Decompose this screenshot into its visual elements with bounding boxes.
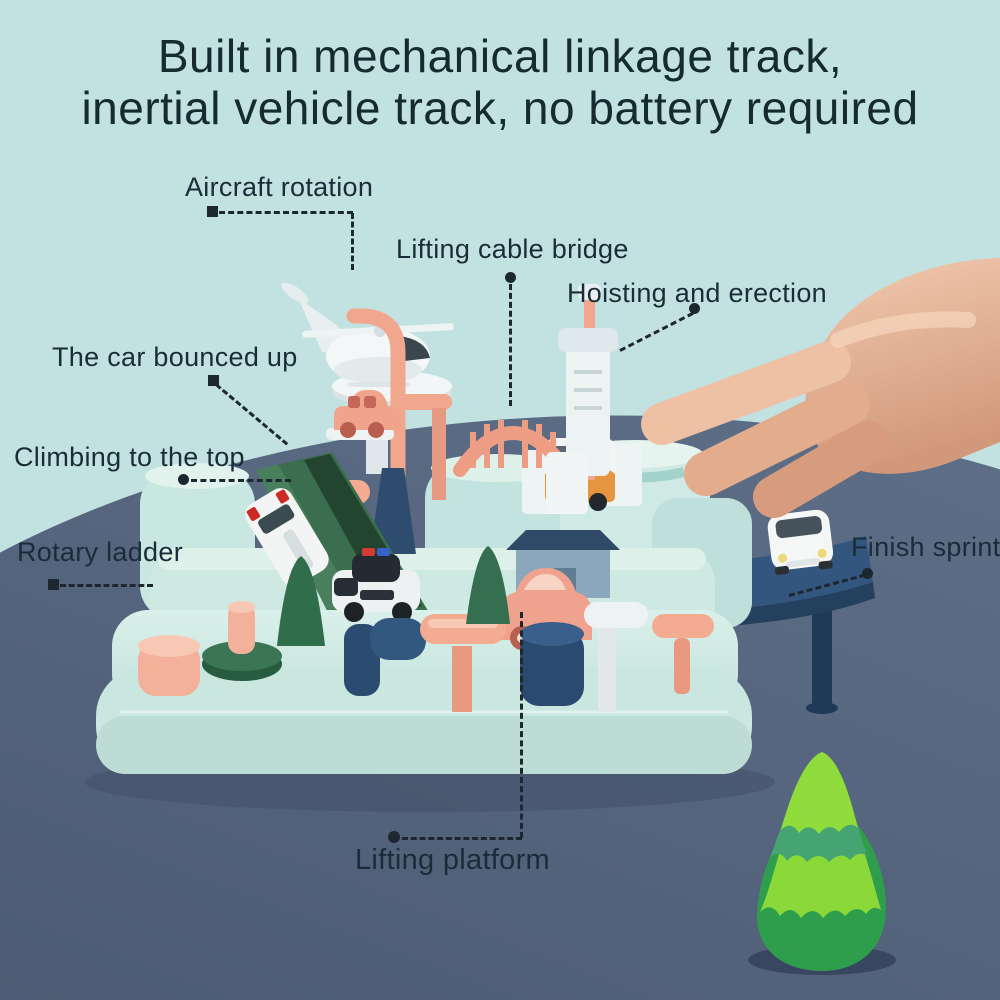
callout-dot [505,272,516,283]
helicopter-icon [281,282,454,387]
small-pink-car-icon [326,390,400,440]
callout-lifting-cable-bridge: Lifting cable bridge [396,234,629,264]
leader-line [509,284,512,406]
callout-aircraft-rotation: Aircraft rotation [185,172,374,202]
callout-rotary-ladder: Rotary ladder [17,537,183,567]
crane-tower-icon [546,284,618,514]
callout-finish-sprint: Finish sprint [851,532,1000,562]
title-line-2: inertial vehicle track, no battery requi… [81,82,919,135]
cartoon-tree-icon [748,752,896,975]
curved-pole-icon [346,308,416,554]
callout-lifting-platform: Lifting platform [355,844,550,876]
page-title: Built in mechanical linkage track, inert… [0,30,1000,135]
callout-dot [862,568,873,579]
ambulance-car-icon [245,488,329,586]
leader-line [351,213,354,270]
leader-line [402,837,522,840]
small-tree-icon [466,546,510,624]
police-car-icon [332,548,420,622]
callout-dot [208,375,219,386]
leader-line [191,479,291,482]
small-tree-icon [277,556,325,646]
leader-line [520,612,523,838]
control-buttons [138,546,714,712]
callout-dot [48,579,59,590]
finish-car-icon [767,509,834,575]
callout-dot [388,831,400,843]
leader-line [219,211,353,214]
callout-climbing-to-the-top: Climbing to the top [14,442,245,472]
callout-dot [178,474,189,485]
hand-image [641,258,1000,518]
t-pole-icon [398,394,452,500]
callout-car-bounced-up: The car bounced up [52,342,298,372]
callout-dot [207,206,218,217]
callout-dot [689,303,700,314]
title-line-1: Built in mechanical linkage track, [157,30,843,82]
leader-line [60,584,153,587]
